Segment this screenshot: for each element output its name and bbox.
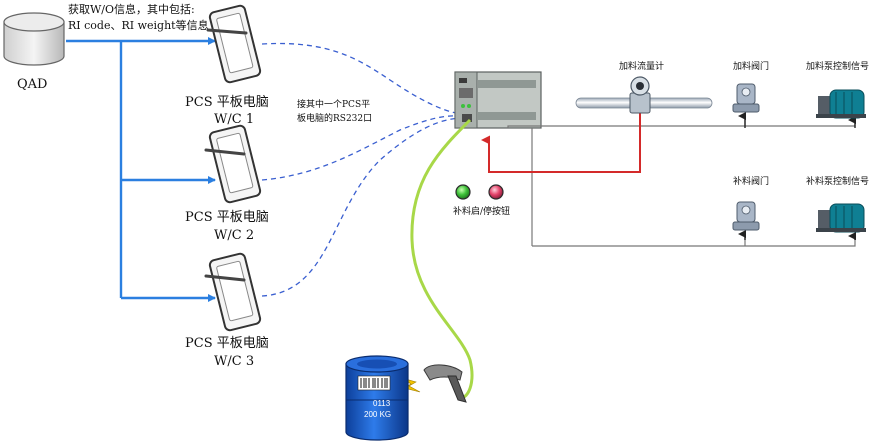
feed-valve-icon — [732, 83, 760, 113]
tablet-3-code: W/C 3 — [214, 354, 254, 369]
tablet-2-name: PCS 平板电脑 — [185, 210, 269, 225]
makeup-valve-label: 补料阀门 — [733, 175, 769, 187]
signal-arrowheads — [738, 112, 856, 240]
tablet-wc3-icon — [204, 252, 262, 332]
tablet-3-name: PCS 平板电脑 — [185, 336, 269, 351]
scanner-cable — [410, 118, 474, 400]
feed-pump-signal-label: 加料泵控制信号 — [806, 60, 869, 72]
qad-database-icon — [3, 12, 65, 66]
feed-pump-icon — [816, 89, 866, 119]
tablet-2-code: W/C 2 — [214, 228, 254, 243]
tablet-1-code: W/C 1 — [214, 112, 254, 127]
stop-button-icon[interactable] — [488, 184, 504, 200]
material-drum-icon — [345, 355, 409, 441]
makeup-pump-icon — [816, 203, 866, 233]
flow-meter-icon — [629, 76, 651, 114]
rs232-dashed-links — [261, 42, 465, 297]
info-line-1: 获取W/O信息，其中包括: — [68, 2, 195, 16]
tablet-wc2-icon — [204, 124, 262, 204]
plc-controller-icon — [454, 71, 542, 129]
barcode-scanner-icon — [423, 364, 467, 403]
control-signal-lines — [507, 117, 856, 247]
drum-code: 0113 — [373, 399, 391, 408]
flow-meter-feedback-line — [481, 110, 641, 173]
qad-distribution-lines — [66, 37, 216, 302]
tablet-wc1-icon — [206, 4, 262, 84]
connection-note-line-2: 板电脑的RS232口 — [297, 112, 372, 124]
tablet-1-name: PCS 平板电脑 — [185, 95, 269, 110]
feed-valve-label: 加料阀门 — [733, 60, 769, 72]
drum-barcode-label — [357, 375, 391, 391]
info-line-2: RI code、RI weight等信息 — [68, 18, 209, 32]
start-stop-buttons-label: 补料启/停按钮 — [453, 205, 510, 217]
drum-weight: 200 KG — [364, 410, 391, 419]
start-button-icon[interactable] — [455, 184, 471, 200]
makeup-valve-icon — [732, 201, 760, 231]
qad-label: QAD — [17, 77, 47, 92]
connection-note-line-1: 接其中一个PCS平 — [297, 98, 370, 110]
makeup-pump-signal-label: 补料泵控制信号 — [806, 175, 869, 187]
flow-meter-label: 加料流量计 — [619, 60, 664, 72]
